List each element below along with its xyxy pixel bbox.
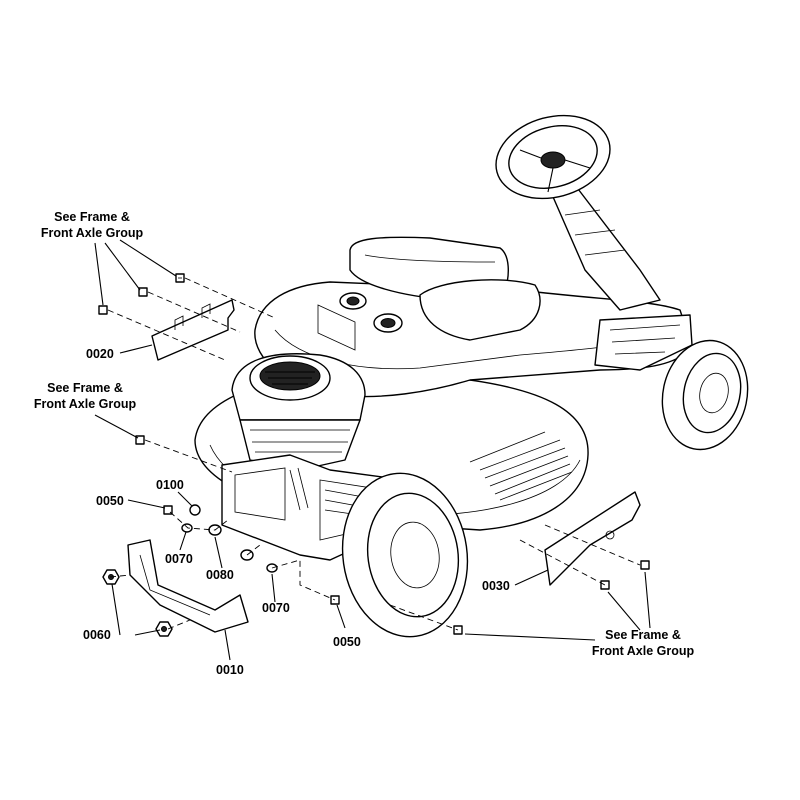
callout-0020: 0020 (86, 347, 114, 361)
deck-vent-grille (469, 431, 573, 501)
front-wheel (661, 339, 749, 451)
part-callouts: 0020 0050 0100 0070 0080 0070 0050 0060 … (83, 347, 510, 677)
note-see-frame-mid-left: See Frame & Front Axle Group (34, 381, 137, 411)
riding-mower-illustration (194, 114, 749, 638)
rear-wheel (341, 472, 469, 638)
note-line-1: See Frame & (54, 210, 130, 224)
callout-0050: 0050 (333, 635, 361, 649)
note-see-frame-bottom-right: See Frame & Front Axle Group (592, 628, 695, 658)
note-line-1: See Frame & (47, 381, 123, 395)
note-line-2: Front Axle Group (592, 644, 695, 658)
note-line-2: Front Axle Group (41, 226, 144, 240)
callout-0070: 0070 (262, 601, 290, 615)
note-line-1: See Frame & (605, 628, 681, 642)
callout-0070: 0070 (165, 552, 193, 566)
callout-0060: 0060 (83, 628, 111, 642)
bracket-0030 (544, 491, 641, 586)
callout-0100: 0100 (156, 478, 184, 492)
note-see-frame-top-left: See Frame & Front Axle Group (41, 210, 144, 240)
callout-0080: 0080 (206, 568, 234, 582)
leader-lines (94, 239, 651, 661)
callout-0030: 0030 (482, 579, 510, 593)
engine (231, 353, 366, 471)
assembly-dashed-lines (107, 277, 641, 631)
cap-0100 (189, 504, 201, 516)
callout-0050: 0050 (96, 494, 124, 508)
note-line-2: Front Axle Group (34, 397, 137, 411)
callout-0010: 0010 (216, 663, 244, 677)
bracket-0020 (151, 299, 235, 361)
bracket-0010 (127, 539, 249, 633)
